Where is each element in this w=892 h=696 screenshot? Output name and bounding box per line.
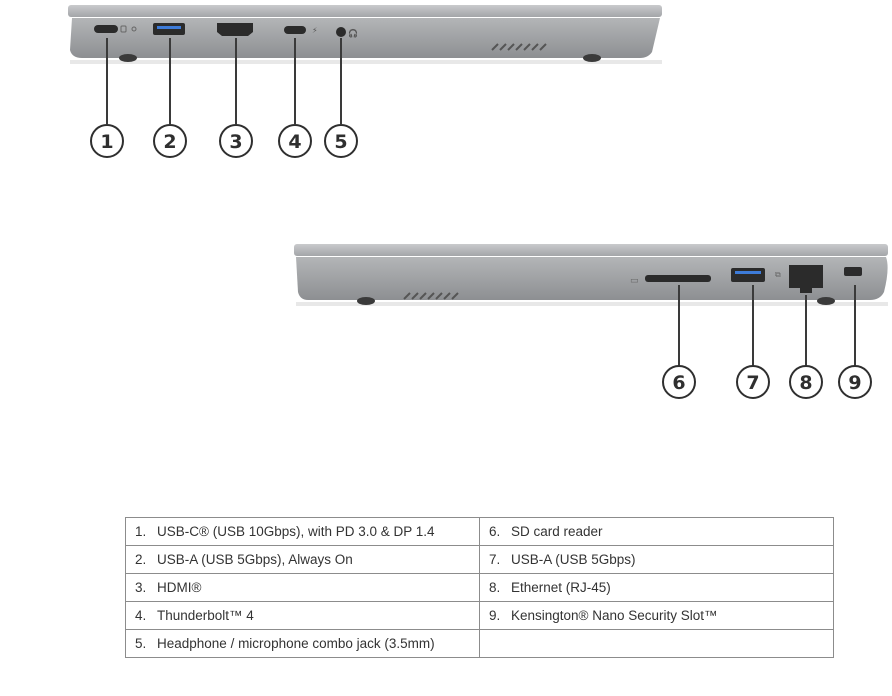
right-foot-front: [357, 297, 375, 305]
headphone-icon: 🎧: [348, 28, 358, 38]
right-shadow: [296, 302, 888, 306]
ports-legend-table: 1. USB-C® (USB 10Gbps), with PD 3.0 & DP …: [125, 517, 834, 658]
kensington-slot: [844, 267, 862, 276]
callout-2-label: 2: [163, 131, 176, 153]
callout-6-label: 6: [672, 372, 685, 394]
callout-7: 7: [736, 365, 770, 399]
table-row: 1. USB-C® (USB 10Gbps), with PD 3.0 & DP …: [125, 517, 834, 546]
table-row: 2. USB-A (USB 5Gbps), Always On 7. USB-A (…: [125, 545, 834, 574]
laptop-left-side-view: ⚡ 🎧: [68, 5, 662, 64]
legend-number: 9.: [489, 608, 501, 623]
legend-label: Headphone / microphone combo jack (3.5mm…: [157, 636, 435, 651]
callout-3: 3: [219, 124, 253, 158]
legend-item-3: 3. HDMI®: [125, 573, 480, 602]
table-row: 3. HDMI® 8. Ethernet (RJ-45): [125, 573, 834, 602]
legend-label: USB-C® (USB 10Gbps), with PD 3.0 & DP 1.…: [157, 524, 435, 539]
sd-card-icon: ▭: [630, 276, 639, 286]
right-foot-back: [817, 297, 835, 305]
legend-item-6: 6. SD card reader: [479, 517, 834, 546]
legend-number: 5.: [135, 636, 147, 651]
left-callout-lines: [106, 38, 342, 124]
legend-item-9: 9. Kensington® Nano Security Slot™: [479, 601, 834, 630]
legend-number: 1.: [135, 524, 147, 539]
right-vent: [403, 292, 459, 300]
right-callout-lines: [678, 285, 856, 366]
callout-4-label: 4: [288, 131, 301, 153]
legend-number: 8.: [489, 580, 501, 595]
callout-3-label: 3: [229, 131, 242, 153]
legend-item-5: 5. Headphone / microphone combo jack (3.5…: [125, 629, 480, 658]
legend-number: 7.: [489, 552, 501, 567]
left-foot-front: [119, 54, 137, 62]
legend-item-7: 7. USB-A (USB 5Gbps): [479, 545, 834, 574]
callout-4: 4: [278, 124, 312, 158]
callout-1: 1: [90, 124, 124, 158]
thunderbolt-port: [284, 26, 306, 34]
usb-a-port-right: [731, 268, 765, 282]
legend-item-2: 2. USB-A (USB 5Gbps), Always On: [125, 545, 480, 574]
left-callouts: 1 2 3 4 5: [90, 124, 358, 158]
callout-7-label: 7: [746, 372, 759, 394]
legend-label: Ethernet (RJ-45): [511, 580, 611, 595]
legend-number: 2.: [135, 552, 147, 567]
callout-9: 9: [838, 365, 872, 399]
usb-c-port: [94, 25, 118, 33]
callout-1-label: 1: [100, 131, 113, 153]
callout-8: 8: [789, 365, 823, 399]
legend-number: 3.: [135, 580, 147, 595]
legend-item-8: 8. Ethernet (RJ-45): [479, 573, 834, 602]
legend-label: Thunderbolt™ 4: [157, 608, 254, 623]
callout-2: 2: [153, 124, 187, 158]
legend-item-1: 1. USB-C® (USB 10Gbps), with PD 3.0 & DP …: [125, 517, 480, 546]
audio-jack: [336, 27, 346, 37]
laptop-diagram: ⚡ 🎧 1 2 3 4 5: [68, 5, 888, 399]
laptop-right-side-view: ▭ ⧉: [294, 244, 888, 306]
legend-number: 4.: [135, 608, 147, 623]
callout-6: 6: [662, 365, 696, 399]
sd-card-slot: [645, 275, 711, 282]
legend-label: SD card reader: [511, 524, 603, 539]
usb-a-port-right-tongue: [735, 271, 761, 274]
table-row: 4. Thunderbolt™ 4 9. Kensington® Nano Secu…: [125, 601, 834, 630]
usb-a-port-tongue: [157, 26, 181, 29]
callout-5: 5: [324, 124, 358, 158]
power-indicator-icon: [120, 25, 137, 33]
legend-label: USB-A (USB 5Gbps): [511, 552, 636, 567]
right-callouts: 6 7 8 9: [662, 365, 872, 399]
callout-5-label: 5: [334, 131, 347, 153]
right-lid: [294, 244, 888, 256]
left-foot-back: [583, 54, 601, 62]
legend-item-empty: [479, 629, 834, 658]
network-icon: ⧉: [775, 270, 781, 279]
hdmi-port: [217, 23, 253, 36]
thunderbolt-icon: ⚡: [312, 26, 318, 35]
ethernet-port: [789, 265, 823, 293]
legend-number: 6.: [489, 524, 501, 539]
legend-label: Kensington® Nano Security Slot™: [511, 608, 718, 623]
left-shadow: [70, 60, 662, 64]
legend-label: HDMI®: [157, 580, 202, 595]
legend-label: USB-A (USB 5Gbps), Always On: [157, 552, 353, 567]
left-vent: [491, 43, 547, 51]
right-base: [296, 257, 888, 300]
table-row: 5. Headphone / microphone combo jack (3.5…: [125, 629, 834, 658]
callout-9-label: 9: [848, 372, 861, 394]
left-lid: [68, 5, 662, 17]
legend-item-4: 4. Thunderbolt™ 4: [125, 601, 480, 630]
callout-8-label: 8: [799, 372, 812, 394]
